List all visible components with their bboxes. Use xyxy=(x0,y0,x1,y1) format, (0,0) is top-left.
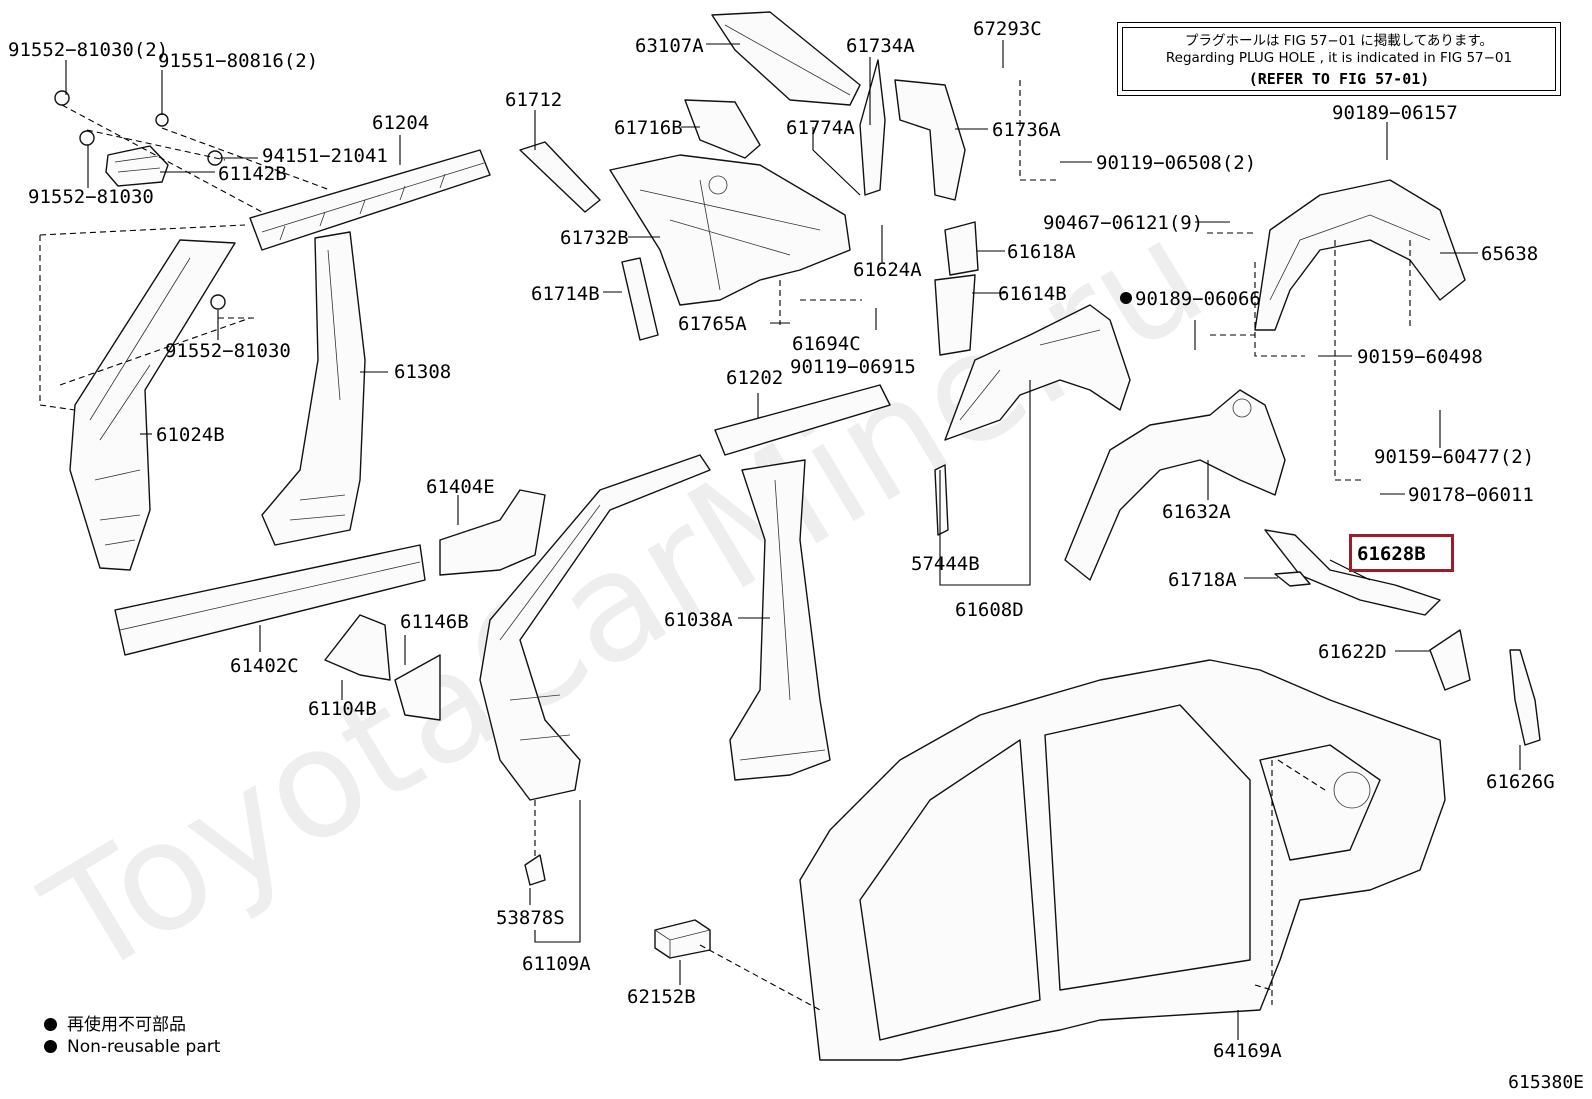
label-61402c[interactable]: 61402C xyxy=(230,655,299,677)
label-61024b[interactable]: 61024B xyxy=(156,424,225,446)
part-61404e-shape xyxy=(439,489,546,576)
part-61732b-shape xyxy=(609,154,851,306)
label-62152b[interactable]: 62152B xyxy=(627,986,696,1008)
label-91552-81030-2[interactable]: 91552−81030(2) xyxy=(8,39,168,61)
label-90189-06157[interactable]: 90189−06157 xyxy=(1332,102,1458,124)
label-61694c[interactable]: 61694C xyxy=(792,333,861,355)
part-61632a-shape xyxy=(1064,389,1286,581)
label-61774a[interactable]: 61774A xyxy=(786,117,855,139)
part-61628b-shape xyxy=(1264,529,1441,616)
label-61104b[interactable]: 61104B xyxy=(308,698,377,720)
non-reusable-marker xyxy=(1120,292,1132,304)
label-90159-60498[interactable]: 90159−60498 xyxy=(1357,346,1483,368)
part-61142b-shape xyxy=(105,145,169,187)
label-57444b[interactable]: 57444B xyxy=(911,553,980,575)
note-line-ref[interactable]: (REFER TO FIG 57-01) xyxy=(1248,70,1430,88)
label-91552-81030-a[interactable]: 91552−81030 xyxy=(28,186,154,208)
part-61608d-shape xyxy=(944,304,1131,441)
part-labels: 91552−81030(2) 91551−80816(2) 61204 9415… xyxy=(8,18,1555,1062)
part-61402c-shape xyxy=(114,544,426,656)
part-53878s-shape xyxy=(524,854,546,886)
part-61622d-shape xyxy=(1429,629,1471,691)
label-61608d[interactable]: 61608D xyxy=(955,599,1024,621)
legend-en: Non-reusable part xyxy=(44,1037,220,1057)
label-61716b[interactable]: 61716B xyxy=(614,117,683,139)
part-62152b-shape xyxy=(654,919,711,959)
label-61614b[interactable]: 61614B xyxy=(998,283,1067,305)
note-line-jp: プラグホールは FIG 57−01 に掲載してあります。 xyxy=(1184,33,1494,49)
part-61718a-shape xyxy=(1274,571,1311,587)
label-90189-06066[interactable]: 90189−06066 xyxy=(1135,288,1261,310)
label-90119-06508-2[interactable]: 90119−06508(2) xyxy=(1096,152,1256,174)
part-body-side-outer xyxy=(799,659,1446,1061)
label-90178-06011[interactable]: 90178−06011 xyxy=(1408,484,1534,506)
part-61109a-shape xyxy=(479,454,711,801)
bullet-icon xyxy=(44,1018,57,1031)
part-61714b-shape xyxy=(621,257,659,341)
label-90159-60477-2[interactable]: 90159−60477(2) xyxy=(1374,446,1534,468)
label-61622d[interactable]: 61622D xyxy=(1318,641,1387,663)
part-61204-shape xyxy=(249,149,491,251)
label-61142b[interactable]: 61142B xyxy=(218,163,287,185)
part-61202-shape xyxy=(714,384,891,456)
label-61765a[interactable]: 61765A xyxy=(678,313,747,335)
selected-part-highlight xyxy=(1349,534,1454,572)
label-61732b[interactable]: 61732B xyxy=(560,227,629,249)
part-61716b-shape xyxy=(684,99,761,159)
part-61308-shape xyxy=(261,231,366,546)
part-61146b-shape xyxy=(394,654,441,721)
bullet-icon xyxy=(44,1040,57,1053)
part-65638-shape xyxy=(1254,179,1466,331)
label-61714b[interactable]: 61714B xyxy=(531,283,600,305)
part-61736a-shape xyxy=(894,79,966,201)
label-61628b[interactable]: 61628B xyxy=(1357,543,1426,565)
label-63107a[interactable]: 63107A xyxy=(635,35,704,57)
label-61202[interactable]: 61202 xyxy=(726,367,783,389)
label-61736a[interactable]: 61736A xyxy=(992,119,1061,141)
part-57444b-shape xyxy=(934,464,949,536)
label-61712[interactable]: 61712 xyxy=(505,89,562,111)
part-61618a-shape xyxy=(944,221,979,276)
label-61624a[interactable]: 61624A xyxy=(853,259,922,281)
label-61632a[interactable]: 61632A xyxy=(1162,501,1231,523)
label-53878s[interactable]: 53878S xyxy=(496,907,565,929)
part-61024b-shape xyxy=(69,239,236,571)
legend-jp-text: 再使用不可部品 xyxy=(67,1015,186,1035)
label-67293c[interactable]: 67293C xyxy=(973,18,1042,40)
label-90467-06121-9[interactable]: 90467−06121(9) xyxy=(1043,212,1203,234)
label-61109a[interactable]: 61109A xyxy=(522,953,591,975)
label-91551-80816-2[interactable]: 91551−80816(2) xyxy=(158,50,318,72)
label-61734a[interactable]: 61734A xyxy=(846,35,915,57)
part-63107a-shape xyxy=(711,11,861,106)
label-61404e[interactable]: 61404E xyxy=(426,476,495,498)
label-65638[interactable]: 65638 xyxy=(1481,243,1538,265)
figure-code: 615380E xyxy=(1508,1072,1584,1093)
legend-jp: 再使用不可部品 xyxy=(44,1010,186,1035)
part-61614b-shape xyxy=(934,274,976,356)
label-64169a[interactable]: 64169A xyxy=(1213,1040,1282,1062)
label-61718a[interactable]: 61718A xyxy=(1168,569,1237,591)
label-94151-21041[interactable]: 94151−21041 xyxy=(262,145,388,167)
legend-en-text: Non-reusable part xyxy=(67,1037,221,1057)
label-61626g[interactable]: 61626G xyxy=(1486,771,1555,793)
label-61204[interactable]: 61204 xyxy=(372,112,429,134)
part-61712-shape xyxy=(519,141,601,213)
reference-note-box: プラグホールは FIG 57−01 に掲載してあります。 Regarding P… xyxy=(1117,22,1561,96)
part-61734a-shape xyxy=(859,59,886,196)
dashed-guides xyxy=(39,80,1411,1011)
note-inner-frame xyxy=(1122,27,1556,91)
label-61146b[interactable]: 61146B xyxy=(400,611,469,633)
label-90119-06915[interactable]: 90119−06915 xyxy=(790,356,916,378)
part-61104b-shape xyxy=(324,614,391,681)
label-91552-81030-b[interactable]: 91552−81030 xyxy=(165,340,291,362)
label-61618a[interactable]: 61618A xyxy=(1007,241,1076,263)
note-line-en: Regarding PLUG HOLE , it is indicated in… xyxy=(1165,50,1513,66)
part-61038a-shape xyxy=(729,459,831,781)
part-61626g-shape xyxy=(1509,649,1541,746)
label-61308[interactable]: 61308 xyxy=(394,361,451,383)
label-61038a[interactable]: 61038A xyxy=(664,609,733,631)
